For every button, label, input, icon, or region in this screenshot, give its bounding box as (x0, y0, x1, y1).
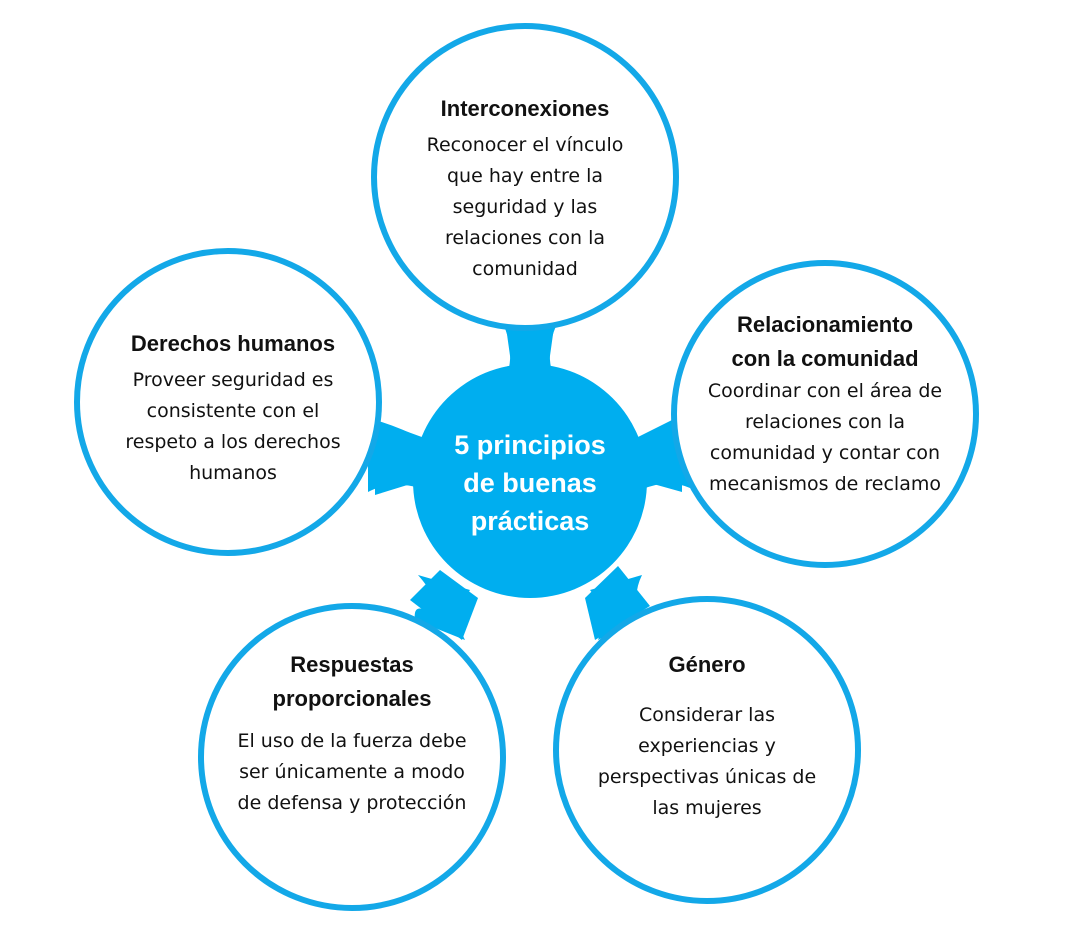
node-respuestas-proporcionales: Respuestas proporcionales El uso de la f… (232, 648, 472, 868)
ring-bottom-left (198, 603, 506, 911)
node-title: Derechos humanos (130, 331, 336, 356)
ring-bottom-right (553, 596, 861, 904)
node-description: Coordinar con el área de relaciones con … (707, 380, 943, 495)
node-description: El uso de la fuerza debe ser únicamente … (237, 730, 467, 814)
node-title: Relacionamiento con la comunidad (731, 312, 919, 371)
node-relacionamiento: Relacionamiento con la comunidad Coordin… (700, 308, 950, 538)
node-title: Interconexiones (440, 96, 610, 121)
node-description: Reconocer el vínculo que hay entre la se… (426, 134, 624, 280)
hub-label: 5 principios de buenas prácticas (435, 420, 625, 545)
ring-right (671, 260, 979, 568)
node-title: Género (668, 652, 746, 677)
node-genero: Género Considerar las experiencias y per… (582, 648, 832, 848)
node-derechos-humanos: Derechos humanos Proveer seguridad es co… (98, 327, 368, 497)
hub-circle (413, 364, 647, 598)
ring-top (371, 23, 679, 331)
node-title: Respuestas proporcionales (272, 652, 432, 711)
ring-left (74, 248, 382, 556)
node-interconexiones: Interconexiones Reconocer el vínculo que… (405, 92, 645, 292)
hub-label-text: 5 principios de buenas prácticas (454, 429, 606, 536)
node-description: Proveer seguridad es consistente con el … (125, 369, 341, 484)
node-description: Considerar las experiencias y perspectiv… (597, 704, 817, 819)
node-rings (74, 23, 979, 911)
